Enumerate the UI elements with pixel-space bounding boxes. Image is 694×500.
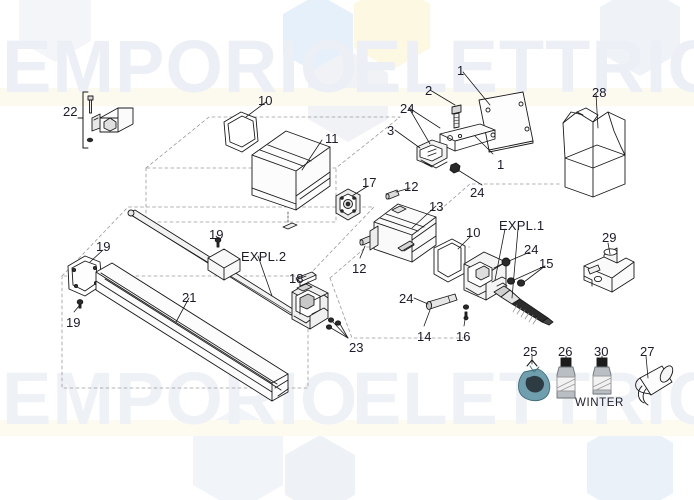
callout-26: 26: [558, 344, 573, 359]
callout-15: 15: [539, 256, 554, 271]
callout-3: 3: [387, 123, 395, 138]
part-15-screws: [506, 277, 526, 287]
leader-24-shaft: [413, 297, 429, 305]
callout-1-a: 1: [457, 63, 465, 78]
leader-expl1-b: [511, 228, 519, 299]
part-12-pin-a: [385, 189, 400, 200]
callout-21: 21: [182, 290, 197, 305]
callout-29: 29: [602, 230, 617, 245]
callout-18: 18: [289, 271, 304, 286]
part-14-shaft-pin: [425, 293, 458, 310]
leader-2: [429, 89, 456, 106]
part-30-winter-bottle: [592, 357, 612, 395]
callout-11: 11: [325, 131, 339, 146]
leader-3: [394, 129, 421, 149]
hexagon-shape: [283, 0, 353, 74]
leader-19-screw-a: [73, 305, 80, 313]
part-22-wall-bracket: [77, 91, 134, 149]
callout-expl-1: EXPL.1: [499, 218, 545, 233]
callout-10-a: 10: [258, 93, 273, 108]
part-17-end-flange: [335, 188, 361, 221]
part-13-motor-body: [369, 203, 437, 263]
callout-30: 30: [594, 344, 609, 359]
part-bottom-gearbox: [291, 282, 329, 330]
part-11-cover-housing: [251, 130, 331, 230]
leader-16: [463, 312, 467, 327]
watermark-emporio-top: EMPORIO: [2, 25, 358, 108]
callout-16: 16: [456, 329, 471, 344]
hexagon-shape: [193, 407, 283, 500]
leader-23-b: [330, 327, 349, 339]
hexagon-shape: [19, 0, 91, 62]
callout-12-b: 12: [352, 261, 367, 276]
leader-12-b: [359, 245, 366, 259]
part-28-carton-box: [562, 107, 626, 198]
callout-27: 27: [640, 344, 655, 359]
part-16-small-screws: [462, 304, 470, 321]
part-19-screw-a: [76, 299, 84, 309]
part-10-gasket-upper: [223, 111, 259, 153]
part-10-gasket-motor: [433, 238, 466, 283]
part-29-corner-block: [583, 247, 635, 293]
leader-1-bar: [474, 135, 494, 155]
part-valve-nozzle: [493, 282, 554, 326]
callout-10-b: 10: [466, 225, 481, 240]
callout-17: 17: [362, 175, 377, 190]
callout-expl-2: EXPL.2: [241, 249, 287, 264]
callout-19-c: 19: [66, 315, 81, 330]
leader-23-c: [339, 323, 349, 339]
callout-22: 22: [63, 104, 78, 119]
part-27-grease-tube: [635, 365, 674, 406]
hexagon-shape: [308, 50, 388, 142]
callout-28: 28: [592, 85, 607, 100]
callout-25: 25: [523, 344, 538, 359]
leader-expl1-a: [494, 228, 506, 281]
part-2-bolt: [451, 104, 462, 129]
part-25-sealed-bag: [518, 359, 551, 402]
cream-band-2: [0, 420, 694, 436]
part-24-washer-right: [501, 257, 511, 267]
callout-24-a: 24: [400, 101, 415, 116]
callout-24-c: 24: [524, 242, 539, 257]
callout-13: 13: [429, 199, 444, 214]
leader-1-plate: [462, 71, 491, 106]
part-1-mounting-plate: [478, 91, 534, 153]
callout-24-b: 24: [470, 185, 485, 200]
part-pump-head: [463, 251, 507, 301]
callout-19-b: 19: [96, 239, 111, 254]
leader-23-a: [332, 321, 349, 339]
hexagon-shape: [285, 435, 355, 500]
part-24-nut-upper: [449, 162, 461, 174]
part-26-oil-bottle: [556, 357, 576, 399]
part-12-pin-b: [359, 234, 375, 246]
part-1-mounting-bar: [439, 123, 496, 152]
callout-14: 14: [417, 329, 432, 344]
leader-24-nut: [457, 169, 483, 186]
hexagon-shape: [354, 0, 430, 70]
callout-24-d: 24: [399, 291, 414, 306]
watermark-elettrico-top: ELETTRICO: [352, 25, 694, 108]
leader-27: [645, 355, 649, 379]
washer: [86, 137, 94, 143]
part-21-boom-arm: [95, 262, 289, 402]
part-19-end-cap-seal: [67, 255, 103, 297]
callout-19-a: 19: [209, 227, 224, 242]
leader-14: [423, 309, 431, 327]
cream-band: [0, 88, 694, 106]
hexagon-shape: [587, 418, 673, 500]
callout-1-b: 1: [497, 157, 505, 172]
hexagon-shape: [600, 0, 680, 76]
callout-12-a: 12: [404, 179, 419, 194]
watermark-elettrico-bottom: ELETTRICO: [352, 357, 694, 440]
watermark-emporio-bottom: EMPORIO: [2, 357, 358, 440]
dashed-envelope-upper: [145, 116, 401, 223]
label-winter: WINTER: [575, 397, 624, 409]
part-23-fasteners: [325, 317, 342, 330]
part-3-connector-block: [416, 139, 448, 169]
callout-23: 23: [349, 340, 364, 355]
dashed-envelope-box: [439, 183, 561, 211]
leader-11: [301, 139, 323, 171]
callout-2: 2: [425, 83, 433, 98]
